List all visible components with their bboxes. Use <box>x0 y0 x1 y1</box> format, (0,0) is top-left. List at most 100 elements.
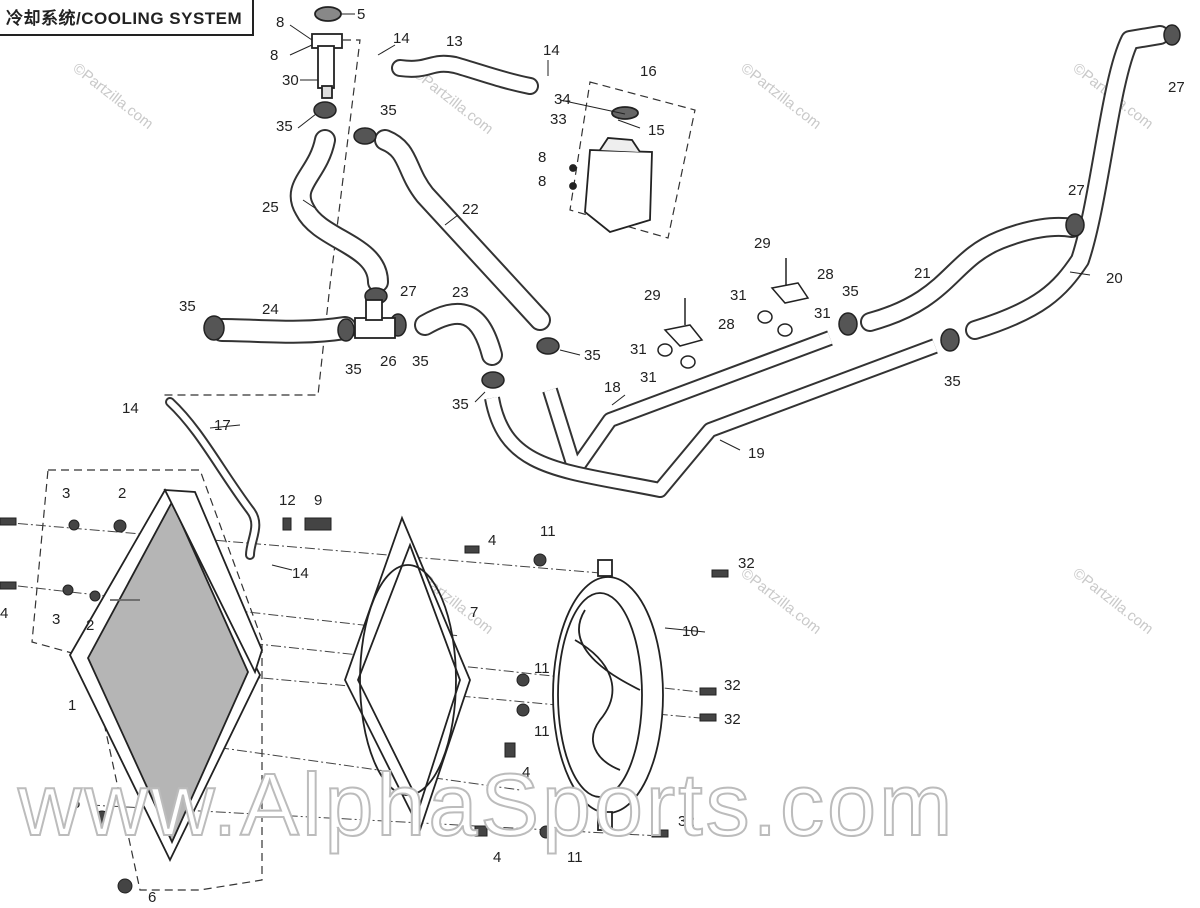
t-joint <box>354 299 396 339</box>
grommet-2 <box>113 519 127 533</box>
callout: 35 <box>944 373 961 390</box>
clamp-27 <box>1065 213 1085 237</box>
nut-11 <box>533 553 547 567</box>
callout: 19 <box>748 445 765 462</box>
clamp-27 <box>1163 24 1181 46</box>
clamp-35 <box>203 315 225 341</box>
callout: 8 <box>538 149 546 166</box>
callout: 29 <box>644 287 661 304</box>
callout: 14 <box>292 565 309 582</box>
callout: 35 <box>345 361 362 378</box>
clamp-35 <box>353 127 377 145</box>
bolt-4 <box>504 742 516 758</box>
bolt-32 <box>651 829 669 838</box>
callout: 3 <box>52 611 60 628</box>
callout: 22 <box>462 201 479 218</box>
callout: 28 <box>718 316 735 333</box>
callout: 29 <box>754 235 771 252</box>
callout: 4 <box>0 605 8 622</box>
callout: 11 <box>534 723 550 740</box>
callout: 14 <box>122 400 139 417</box>
page-title: 冷却系统/COOLING SYSTEM <box>6 9 243 28</box>
callout: 34 <box>554 91 571 108</box>
coolant-reservoir <box>569 106 653 233</box>
callout: 32 <box>678 813 695 830</box>
washer-12 <box>282 517 292 531</box>
callout: 27 <box>400 283 417 300</box>
callout: 11 <box>534 660 550 677</box>
bracket-28 <box>770 282 810 304</box>
callout: 31 <box>814 305 831 322</box>
callout: 35 <box>276 118 293 135</box>
callout: 14 <box>543 42 560 59</box>
callout: 21 <box>914 265 931 282</box>
nut-11 <box>516 673 530 687</box>
callout: 35 <box>842 283 859 300</box>
grommet-6 <box>94 810 110 826</box>
clamp-35 <box>481 371 505 389</box>
callout: 32 <box>738 555 755 572</box>
callout: 3 <box>62 485 70 502</box>
callout: 27 <box>1168 79 1185 96</box>
callout: 31 <box>730 287 747 304</box>
callout: 33 <box>550 111 567 128</box>
grommet-6 <box>117 878 133 894</box>
radiator-group-outline <box>31 469 263 891</box>
callout: 4 <box>488 532 496 549</box>
callout: 24 <box>262 301 279 318</box>
sensor-9 <box>304 517 332 531</box>
grommet-2 <box>89 590 101 602</box>
clamp-35 <box>313 101 337 119</box>
callout: 2 <box>118 485 126 502</box>
callout: 6 <box>72 795 80 812</box>
radiator <box>68 488 263 863</box>
callout: 4 <box>522 764 530 781</box>
callout: 11 <box>567 849 583 866</box>
clamp-35 <box>838 312 858 336</box>
callout: 25 <box>262 199 279 216</box>
callout: 31 <box>630 341 647 358</box>
callout: 26 <box>380 353 397 370</box>
bolt-4 <box>0 517 17 526</box>
cooling-fan <box>552 559 664 831</box>
thermostat-group-outline <box>160 39 361 396</box>
hoses <box>165 25 1170 560</box>
grommet-3 <box>62 584 74 596</box>
callout: 20 <box>1106 270 1123 287</box>
callout: 27 <box>1068 182 1085 199</box>
watermark-partzilla: ©Partzilla.com <box>738 565 825 638</box>
bolt-32 <box>699 713 717 722</box>
callout-labels: 5 8 8 30 35 14 13 14 16 34 33 15 8 8 35 … <box>0 6 1185 906</box>
callout: 17 <box>214 417 231 434</box>
callout: 8 <box>538 173 546 190</box>
callout: 32 <box>724 677 741 694</box>
bolt-32 <box>699 687 717 696</box>
callout: 35 <box>179 298 196 315</box>
callout: 5 <box>357 6 365 23</box>
bolt-4 <box>464 545 480 554</box>
nut-11 <box>539 825 553 839</box>
reservoir-cap <box>611 106 639 120</box>
callout: 8 <box>276 14 284 31</box>
callout: 13 <box>446 33 463 50</box>
callout: 9 <box>314 492 322 509</box>
title-box: 冷却系统/COOLING SYSTEM <box>0 0 255 36</box>
watermark-alphasports: www.AlphaSports.com <box>17 755 955 854</box>
callout: 15 <box>648 122 665 139</box>
bracket-28 <box>663 324 704 347</box>
fan-shroud <box>344 515 471 833</box>
callout: 4 <box>493 849 501 866</box>
bolt-4 <box>0 581 17 590</box>
callout-leaders <box>209 13 1091 633</box>
radiator-cap <box>314 6 342 22</box>
callout: 16 <box>640 63 657 80</box>
bolt-32 <box>711 569 729 578</box>
callout: 30 <box>282 72 299 89</box>
callout: 11 <box>540 523 556 540</box>
callout: 35 <box>380 102 397 119</box>
callout: 10 <box>682 623 699 640</box>
brackets <box>657 258 810 369</box>
callout: 7 <box>470 604 478 621</box>
callout: 31 <box>640 369 657 386</box>
